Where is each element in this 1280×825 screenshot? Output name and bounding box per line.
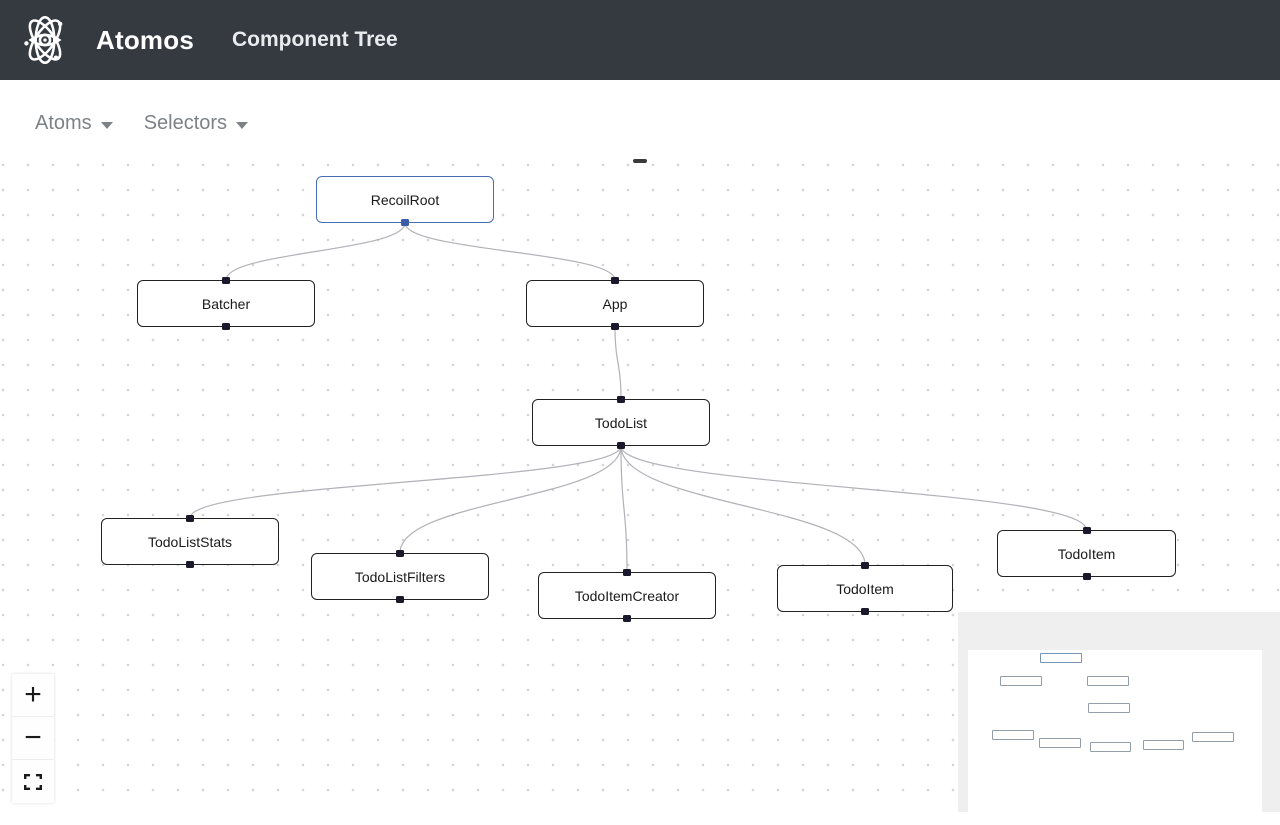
- flow-node-label: Batcher: [201, 295, 251, 312]
- minimap-node-app: [1086, 676, 1129, 687]
- flow-node-todoitem2[interactable]: TodoItem: [997, 527, 1176, 580]
- minimap[interactable]: [958, 612, 1280, 825]
- toolbar: Atoms Selectors: [0, 80, 1280, 155]
- flow-edge-app-todolist: [614, 326, 622, 400]
- app-name: Atomos: [96, 24, 194, 55]
- atoms-dropdown-label: Atoms: [35, 112, 92, 134]
- node-source-handle[interactable]: [623, 615, 631, 622]
- node-source-handle[interactable]: [861, 608, 869, 615]
- flow-edge-todolist-todoitemcreator: [620, 445, 628, 573]
- chevron-down-icon: [100, 122, 113, 129]
- node-source-handle[interactable]: [617, 442, 625, 449]
- selectors-dropdown-label: Selectors: [143, 112, 228, 134]
- node-source-handle[interactable]: [1082, 573, 1091, 580]
- minimap-node-todoliststats: [991, 729, 1034, 740]
- chevron-down-icon: [236, 122, 249, 129]
- flow-edge-todolist-todoliststats: [189, 445, 622, 519]
- flow-node-todolistfilters[interactable]: TodoListFilters: [311, 550, 489, 603]
- flow-node-label: TodoListStats: [147, 533, 233, 550]
- fit-view-icon: [24, 773, 42, 790]
- flow-edge-recoilroot-app: [404, 222, 616, 281]
- node-target-handle[interactable]: [1082, 527, 1091, 534]
- minimap-node-todoitemcreator: [1089, 741, 1132, 752]
- atoms-dropdown[interactable]: Atoms: [35, 112, 113, 135]
- node-target-handle[interactable]: [623, 569, 631, 576]
- flow-node-app[interactable]: App: [526, 277, 704, 330]
- node-source-handle[interactable]: [222, 323, 230, 330]
- flow-node-label: TodoItem: [1057, 545, 1116, 562]
- minimap-node-batcher: [1000, 676, 1042, 687]
- node-target-handle[interactable]: [396, 550, 404, 557]
- flow-node-label: App: [602, 295, 628, 312]
- clipped-node-handle: [633, 159, 647, 163]
- minus-icon: −: [24, 721, 42, 754]
- minimap-node-todolistfilters: [1038, 737, 1081, 748]
- node-source-handle[interactable]: [611, 323, 619, 330]
- flow-node-recoilroot[interactable]: RecoilRoot: [316, 176, 494, 226]
- flow-edge-todolist-todolistfilters: [399, 445, 622, 554]
- flow-edge-todolist-todoitem1: [620, 445, 866, 566]
- node-source-handle[interactable]: [401, 219, 409, 226]
- flow-node-label: RecoilRoot: [370, 191, 440, 208]
- zoom-in-button[interactable]: +: [12, 674, 54, 717]
- flow-node-label: TodoList: [594, 414, 648, 431]
- flow-edge-todolist-todoitem2: [620, 445, 1088, 531]
- flow-node-label: TodoListFilters: [354, 568, 446, 585]
- atom-eye-icon: [18, 12, 72, 68]
- node-source-handle[interactable]: [186, 561, 194, 568]
- edges-layer: [189, 222, 1088, 573]
- flow-node-label: TodoItem: [836, 580, 894, 597]
- node-target-handle[interactable]: [611, 277, 619, 284]
- flow-node-todoitem1[interactable]: TodoItem: [777, 562, 953, 615]
- app-header: Atomos Component Tree: [0, 0, 1280, 80]
- minimap-node-todoitem1: [1143, 740, 1185, 751]
- selectors-dropdown[interactable]: Selectors: [143, 112, 249, 135]
- minimap-node-todoitem2: [1192, 732, 1235, 743]
- minimap-node-todolist: [1088, 703, 1131, 714]
- flow-node-todoliststats[interactable]: TodoListStats: [101, 515, 279, 568]
- page-title: Component Tree: [231, 28, 398, 51]
- zoom-out-button[interactable]: −: [12, 717, 54, 760]
- flow-node-todoitemcreator[interactable]: TodoItemCreator: [538, 569, 716, 622]
- flow-node-todolist[interactable]: TodoList: [532, 396, 710, 449]
- flow-node-batcher[interactable]: Batcher: [137, 277, 315, 330]
- plus-icon: +: [24, 678, 42, 711]
- node-target-handle[interactable]: [186, 515, 194, 522]
- canvas-controls: + −: [12, 674, 54, 803]
- flow-edge-recoilroot-batcher: [225, 222, 406, 281]
- minimap-node-recoilroot: [1040, 652, 1082, 663]
- node-target-handle[interactable]: [861, 562, 869, 569]
- fit-view-button[interactable]: [12, 760, 54, 803]
- node-target-handle[interactable]: [617, 396, 625, 403]
- node-source-handle[interactable]: [396, 596, 404, 603]
- flow-node-label: TodoItemCreator: [574, 587, 680, 604]
- node-target-handle[interactable]: [222, 277, 230, 284]
